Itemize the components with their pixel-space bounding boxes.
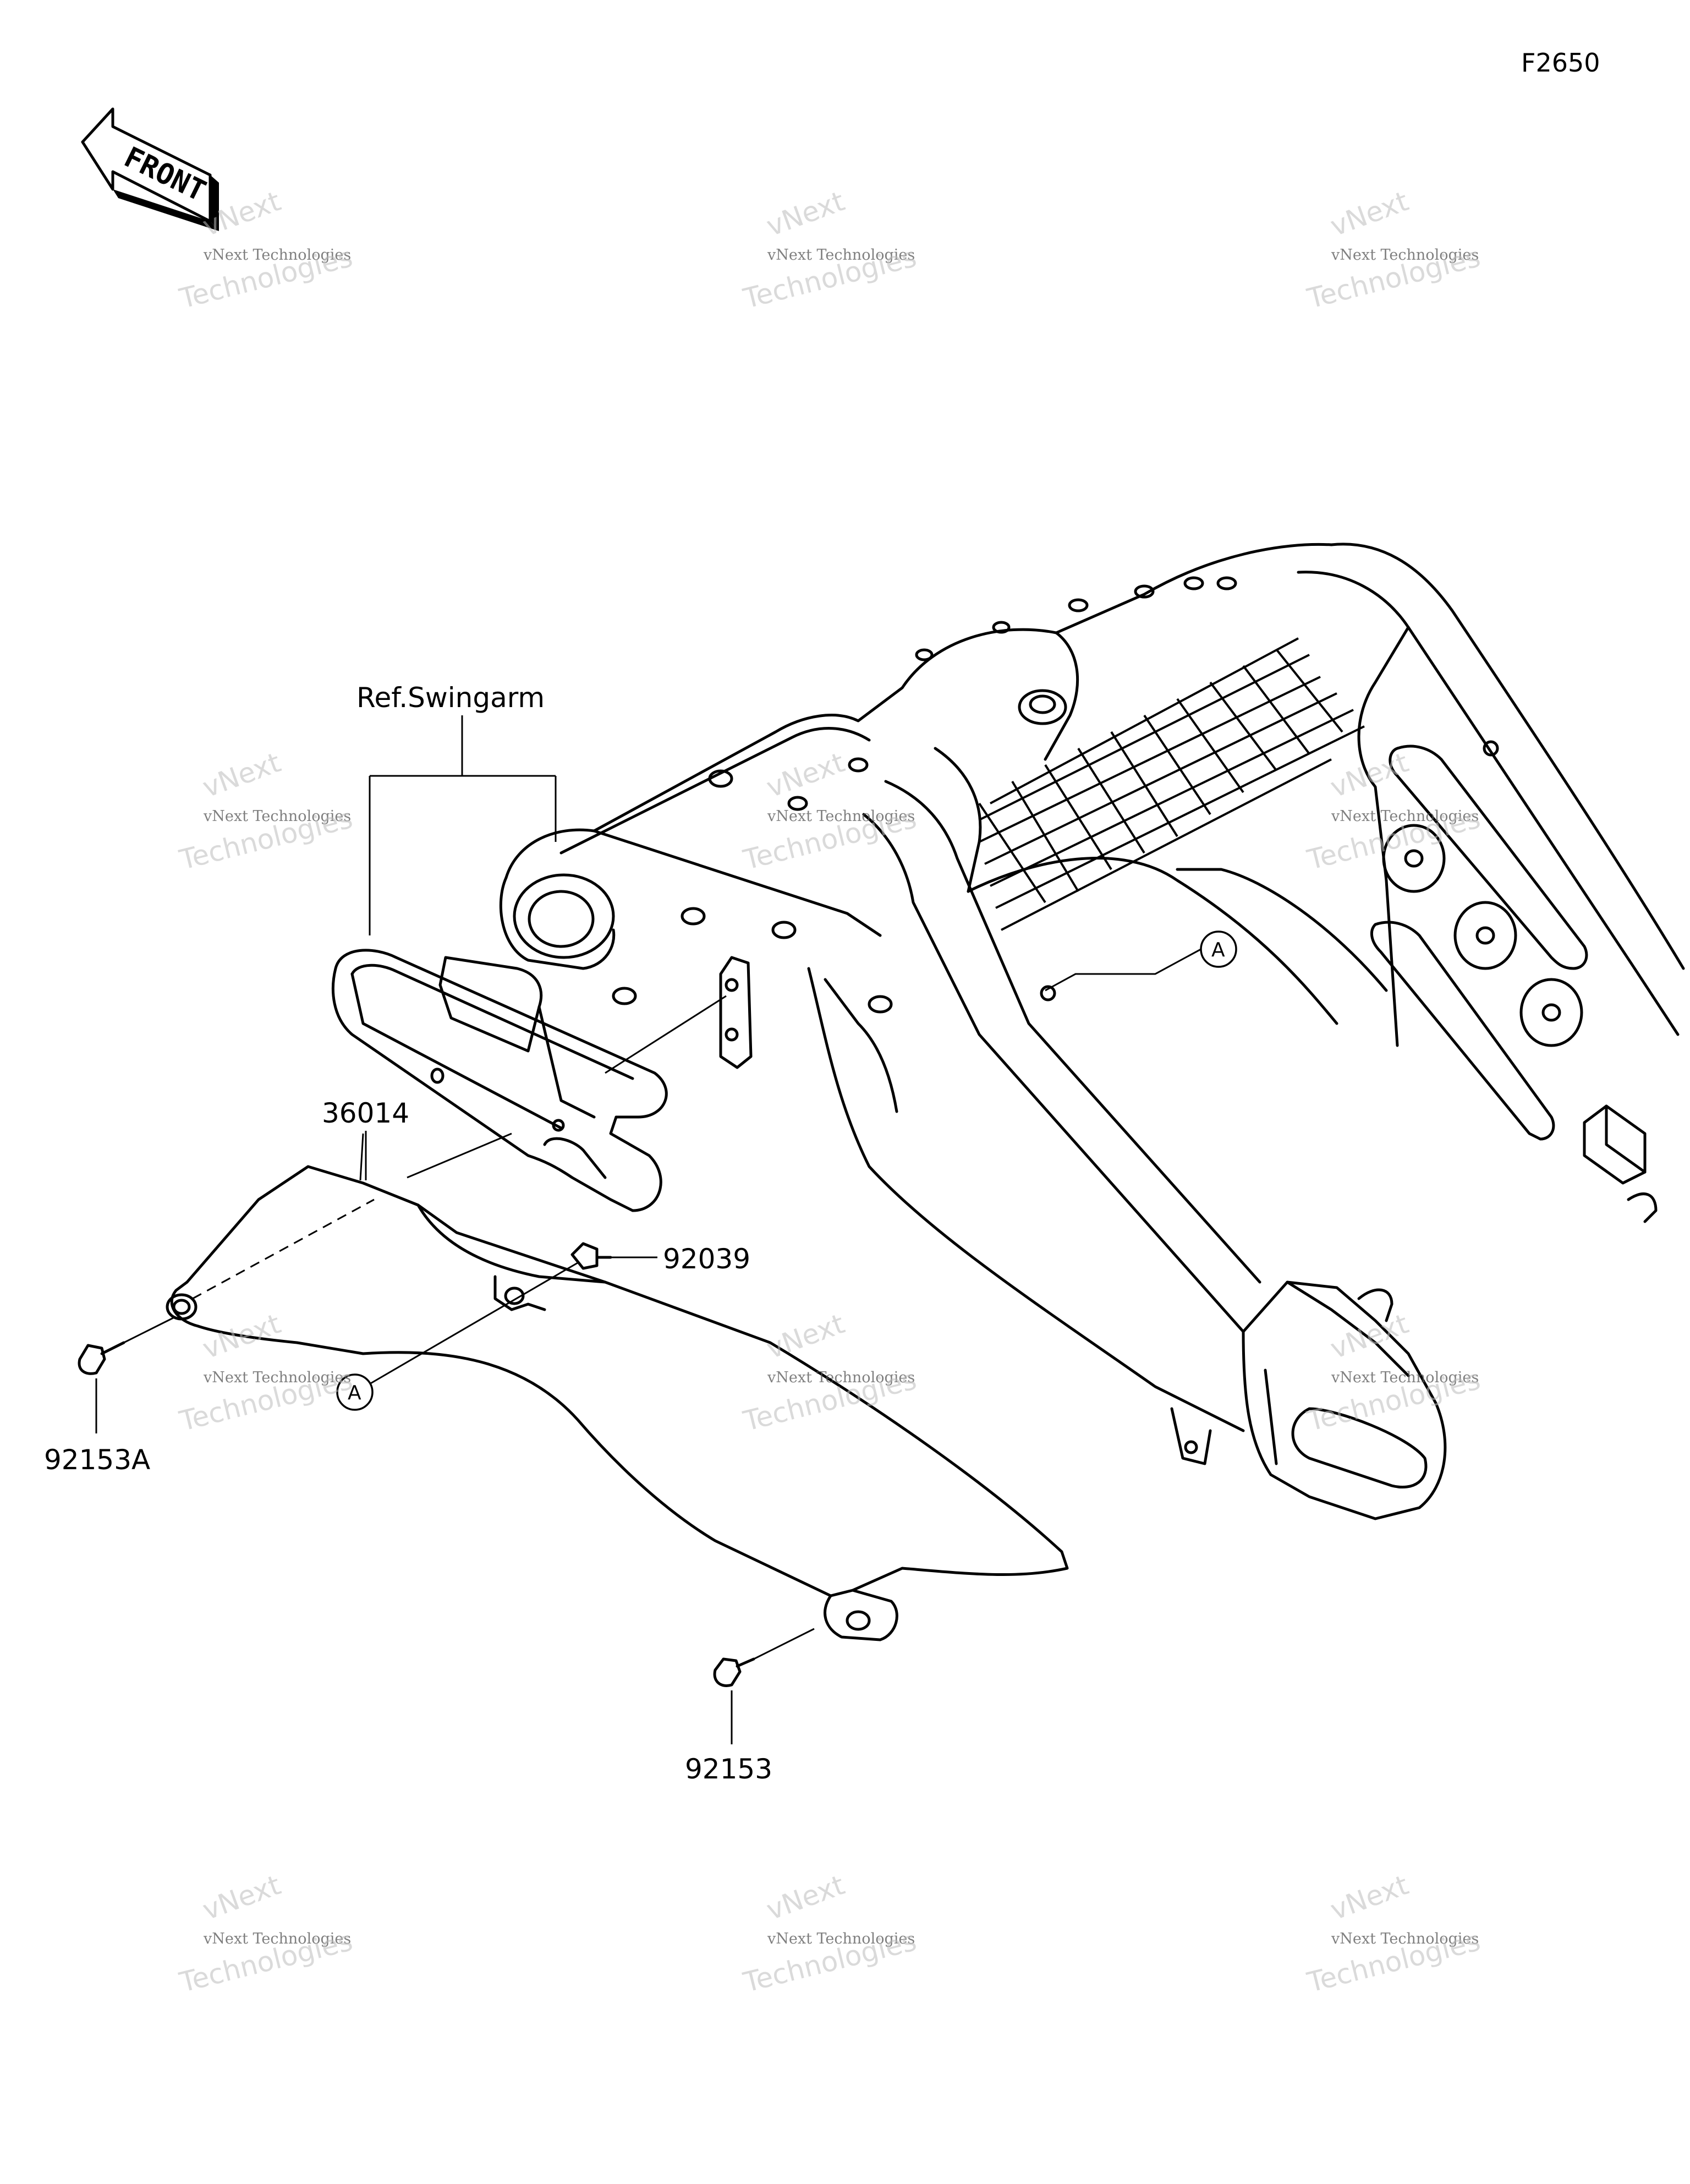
- chain-cover-36014: [166, 1132, 1069, 1641]
- svg-text:vNext Technologies: vNext Technologies: [203, 808, 351, 825]
- watermark: vNext vNext Technologies Technologies: [740, 746, 920, 876]
- svg-text:vNext Technologies: vNext Technologies: [203, 1930, 351, 1947]
- swingarm-mesh: [978, 637, 1365, 931]
- ref-swingarm-bracket: Ref.Swingarm: [356, 682, 557, 935]
- front-arrow-icon: FRONT: [81, 107, 219, 231]
- watermark: vNext vNext Technologies Technologies: [740, 185, 920, 315]
- svg-text:vNext: vNext: [1326, 746, 1413, 803]
- watermark-layer: vNext vNext Technologies Technologies vN…: [176, 185, 1484, 1999]
- watermark: vNext vNext Technologies Technologies: [1304, 1307, 1484, 1437]
- svg-text:vNext: vNext: [199, 1869, 285, 1926]
- callout-a-cover: A: [336, 1262, 578, 1411]
- svg-text:vNext: vNext: [762, 1307, 849, 1365]
- part-number-92153: 92153: [685, 1753, 772, 1785]
- watermark: vNext vNext Technologies Technologies: [1304, 185, 1484, 315]
- svg-text:vNext Technologies: vNext Technologies: [767, 1369, 915, 1386]
- part-number-36014: 36014: [322, 1097, 409, 1129]
- callout-a-letter-cover: A: [348, 1382, 361, 1404]
- callout-a-letter-swingarm: A: [1211, 939, 1225, 961]
- svg-text:vNext Technologies: vNext Technologies: [767, 247, 915, 264]
- watermark: vNext vNext Technologies Technologies: [740, 1869, 920, 1999]
- svg-text:vNext: vNext: [199, 1307, 285, 1365]
- part-number-92039: 92039: [663, 1243, 750, 1275]
- watermark: vNext vNext Technologies Technologies: [740, 1307, 920, 1437]
- bolt-92153A: 92153A: [44, 1317, 174, 1476]
- chain-cover-inner-bracket: [332, 949, 727, 1212]
- svg-text:vNext: vNext: [762, 1869, 849, 1926]
- svg-text:vNext Technologies: vNext Technologies: [1331, 247, 1479, 264]
- svg-text:vNext Technologies: vNext Technologies: [767, 1930, 915, 1947]
- svg-text:vNext: vNext: [1326, 1869, 1413, 1926]
- svg-text:vNext Technologies: vNext Technologies: [1331, 1369, 1479, 1386]
- part-number-92153A: 92153A: [44, 1444, 150, 1476]
- watermark: vNext vNext Technologies Technologies: [176, 746, 356, 876]
- svg-text:vNext Technologies: vNext Technologies: [203, 247, 351, 264]
- watermark: vNext vNext Technologies Technologies: [1304, 1869, 1484, 1999]
- bolt-92153: 92153: [685, 1628, 815, 1785]
- figure-code: F2650: [1521, 48, 1600, 78]
- svg-text:vNext: vNext: [762, 185, 849, 242]
- svg-text:vNext Technologies: vNext Technologies: [1331, 808, 1479, 825]
- svg-text:vNext: vNext: [762, 746, 849, 803]
- ref-swingarm-label: Ref.Swingarm: [356, 682, 545, 714]
- watermark: vNext vNext Technologies Technologies: [1304, 746, 1484, 876]
- swingarm-drawing: [499, 543, 1685, 1520]
- callout-a-swingarm: A: [1045, 930, 1237, 992]
- svg-text:vNext Technologies: vNext Technologies: [203, 1369, 351, 1386]
- svg-text:vNext Technologies: vNext Technologies: [767, 808, 915, 825]
- svg-text:vNext Technologies: vNext Technologies: [1331, 1930, 1479, 1947]
- svg-text:vNext: vNext: [199, 746, 285, 803]
- svg-text:vNext: vNext: [1326, 185, 1413, 242]
- rivet-92039: 92039: [570, 1242, 750, 1275]
- watermark: vNext vNext Technologies Technologies: [176, 1869, 356, 1999]
